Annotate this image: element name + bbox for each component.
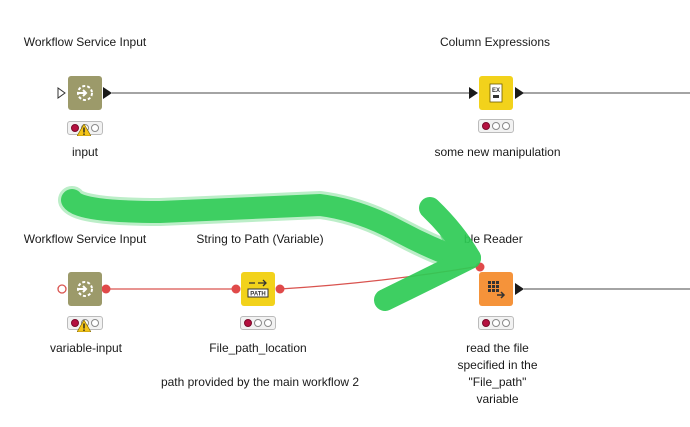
- node-title-table-reader: ble Reader: [464, 232, 523, 246]
- path-icon: PATH: [247, 279, 269, 298]
- node-label-some-new-manipulation[interactable]: some new manipulation: [434, 145, 561, 159]
- input-port-triangle[interactable]: [57, 87, 66, 99]
- workflow-annotation[interactable]: path provided by the main workflow 2: [160, 375, 360, 389]
- status-light-red: [482, 122, 490, 130]
- warning-icon: [77, 320, 91, 332]
- node-status-indicator: [478, 119, 514, 133]
- status-light: [502, 122, 510, 130]
- status-light-red: [482, 319, 490, 327]
- node-label-line: read the file: [466, 341, 529, 355]
- service-input-icon: [77, 281, 93, 297]
- output-port-triangle[interactable]: [515, 283, 524, 295]
- variable-input-port[interactable]: [475, 262, 485, 272]
- node-label-variable-input[interactable]: variable-input: [49, 341, 123, 355]
- status-light-red: [244, 319, 252, 327]
- status-light: [502, 319, 510, 327]
- workflow-service-input-node[interactable]: [68, 272, 102, 306]
- node-label-line: "File_path": [468, 375, 527, 389]
- node-label-file-path-location[interactable]: File_path_location: [209, 341, 307, 355]
- output-port-triangle[interactable]: [515, 87, 524, 99]
- status-light-red: [71, 124, 79, 132]
- input-port-triangle[interactable]: [469, 87, 478, 99]
- status-light: [91, 124, 99, 132]
- status-light: [492, 319, 500, 327]
- workflow-service-input-node[interactable]: [68, 76, 102, 110]
- column-expressions-node[interactable]: EX: [479, 76, 513, 110]
- node-title-string-to-path: String to Path (Variable): [196, 232, 324, 246]
- service-input-icon: [77, 85, 93, 101]
- svg-text:PATH: PATH: [250, 292, 265, 298]
- expression-icon: EX: [489, 83, 503, 103]
- variable-output-port[interactable]: [101, 284, 111, 294]
- node-status-indicator: [240, 316, 276, 330]
- variable-connection-path-to-reader[interactable]: [279, 265, 481, 290]
- node-label-input[interactable]: input: [71, 145, 99, 159]
- status-light-red: [71, 319, 79, 327]
- node-title-workflow-service-input: Workflow Service Input: [23, 232, 147, 246]
- node-label-line: variable: [476, 392, 519, 406]
- output-port-triangle[interactable]: [103, 87, 112, 99]
- node-status-indicator: [478, 316, 514, 330]
- status-light: [492, 122, 500, 130]
- status-light: [264, 319, 272, 327]
- svg-text:EX: EX: [492, 88, 500, 94]
- node-label-table-reader[interactable]: read the file specified in the "File_pat…: [430, 340, 565, 408]
- input-port-circle[interactable]: [57, 284, 67, 294]
- variable-output-port[interactable]: [275, 284, 285, 294]
- variable-input-port[interactable]: [231, 284, 241, 294]
- node-label-line: specified in the: [457, 358, 538, 372]
- node-title-workflow-service-input: Workflow Service Input: [23, 35, 147, 49]
- status-light: [254, 319, 262, 327]
- table-reader-node[interactable]: [479, 272, 513, 306]
- warning-icon: [77, 124, 91, 136]
- string-to-path-node[interactable]: PATH: [241, 272, 275, 306]
- node-title-column-expressions: Column Expressions: [439, 35, 551, 49]
- status-light: [91, 319, 99, 327]
- table-reader-icon: [488, 281, 506, 299]
